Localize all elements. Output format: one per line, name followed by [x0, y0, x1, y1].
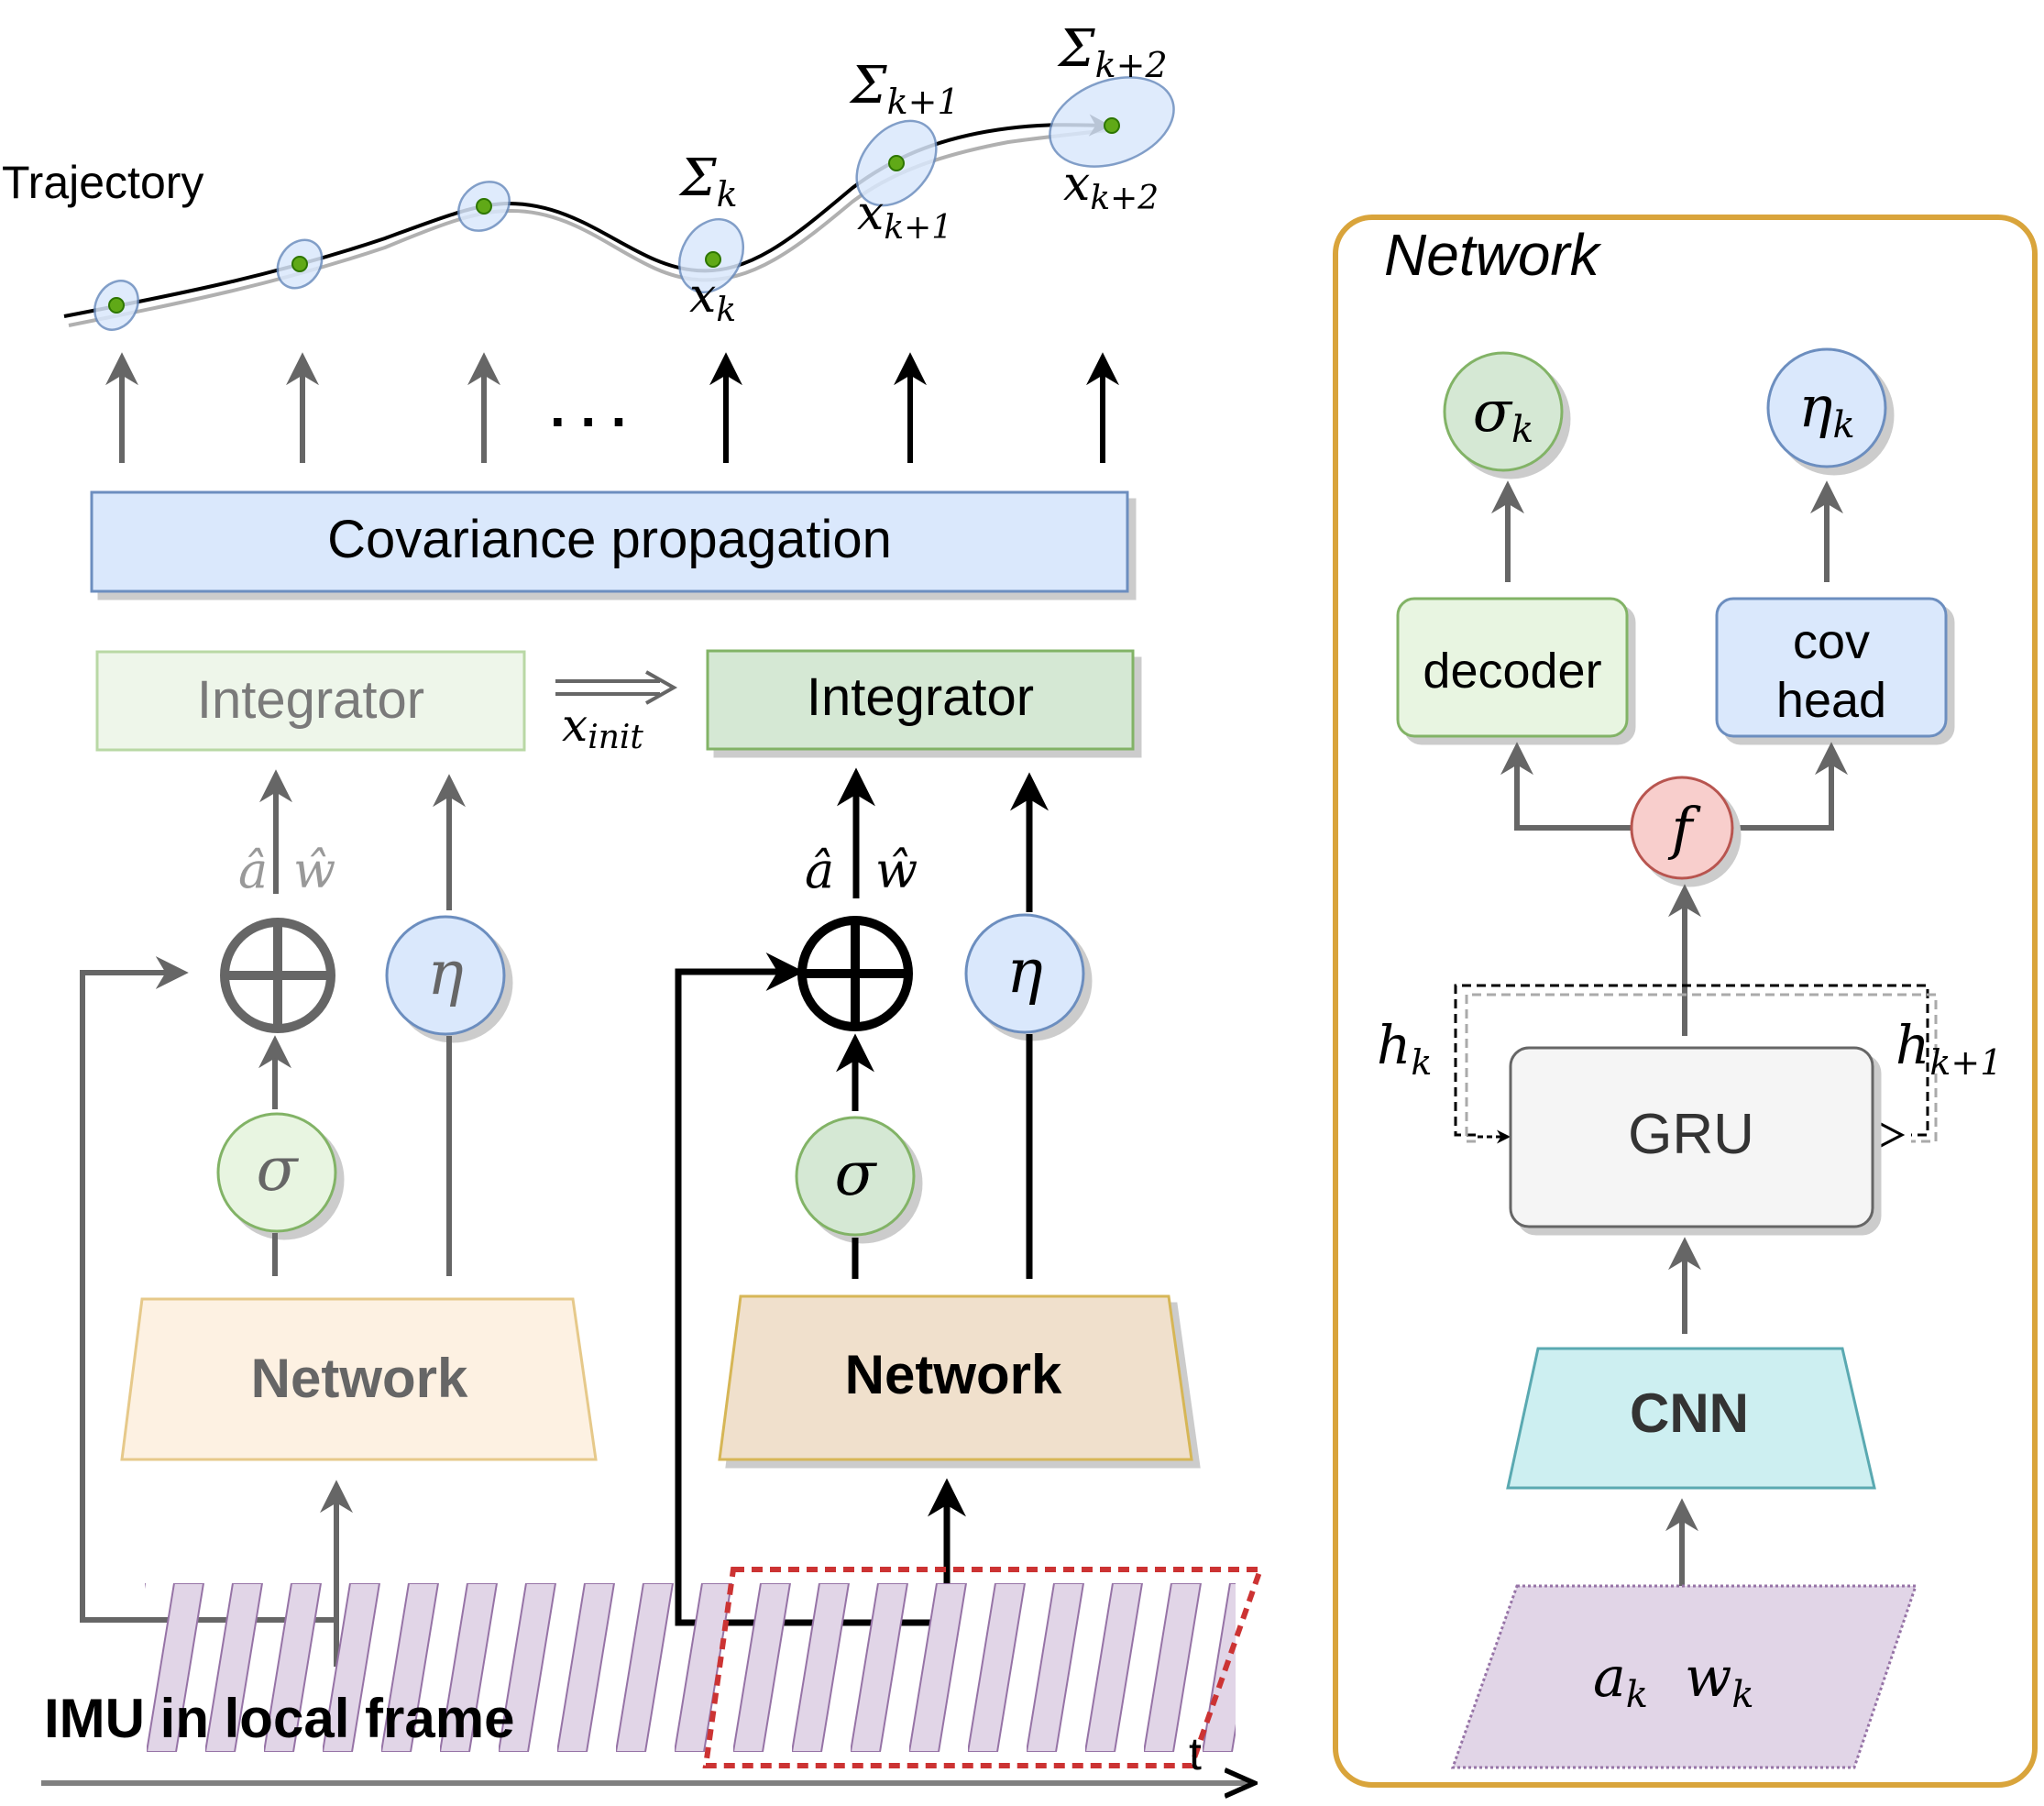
previous-pipeline: â ŵ η σ Network: [80, 769, 598, 1667]
eta-prev-label: η: [427, 938, 464, 1008]
state-point-3: [476, 198, 492, 215]
trajectory-group: Trajectory Σk Σk+1 Σk+2 xk xk+1 xk+2: [2, 19, 1175, 331]
network-current-block: [718, 1294, 1193, 1461]
eta-k-node-label: ηk: [1798, 373, 1854, 446]
current-pipeline: â ŵ η σ Network: [675, 767, 1193, 1667]
eta-current-label: η: [1006, 936, 1043, 1007]
decoder-label: decoder: [1423, 644, 1601, 699]
sigma-k1-label: Σk+1: [849, 56, 960, 122]
sigma-current-label: σ: [834, 1139, 877, 1209]
trajectory-curve: [63, 114, 1112, 318]
sigma-k-node-label: σk: [1473, 378, 1534, 451]
x-k-label: xk: [689, 269, 736, 329]
sigma-current-node: [795, 1116, 916, 1237]
x-k2-label: xk+2: [1063, 157, 1159, 217]
sigma-k2-label: Σk+2: [1057, 19, 1168, 85]
ellipsis-text: . . .: [550, 377, 626, 438]
state-point-2: [291, 256, 308, 272]
trajectory-label: Trajectory: [2, 157, 203, 208]
state-point-k2: [1104, 117, 1120, 134]
integrator-previous-label: Integrator: [197, 670, 424, 730]
network-detail-panel: Network σk ηk decoder cov head f hk hk+1…: [1333, 215, 2038, 1788]
sigma-prev-label: σ: [256, 1134, 299, 1205]
a-hat-current: â: [805, 842, 834, 899]
eta-current-node: [964, 913, 1085, 1034]
a-hat-prev: â: [238, 842, 268, 899]
h-k1-label: hk+1: [1896, 1014, 2002, 1083]
imu-input-block: [1450, 1584, 1918, 1769]
w-hat-current: ŵ: [875, 842, 918, 899]
cov-head-label-2: head: [1776, 673, 1886, 728]
imu-label: IMU in local frame: [44, 1688, 514, 1749]
network-prev-label: Network: [251, 1348, 468, 1409]
w-k-label: wk: [1685, 1646, 1754, 1716]
integrator-current: Integrator: [706, 649, 1135, 751]
covariance-propagation-block: Covariance propagation: [90, 490, 1129, 593]
f-node: [1630, 776, 1734, 880]
decoder-block: [1396, 597, 1629, 738]
state-point-1: [108, 297, 125, 314]
integrator-previous: Integrator: [95, 650, 526, 752]
recurrent-loop-dark: [1454, 984, 1929, 1137]
h-k-label: hk: [1377, 1014, 1432, 1083]
cnn-block: [1506, 1347, 1876, 1490]
network-prev-block: [120, 1297, 598, 1461]
imu-strip: IMU in local frame t: [41, 1567, 1265, 1783]
sigma-k-label: Σk: [678, 149, 738, 215]
integrator-current-label: Integrator: [807, 667, 1034, 727]
recurrent-loop-light: [1465, 993, 1938, 1143]
sigma-k-node: [1443, 351, 1564, 472]
state-point-k: [705, 251, 721, 268]
covariance-propagation-label: Covariance propagation: [327, 510, 892, 569]
trajectory-reference-curve: [68, 127, 1119, 327]
imu-current-window: [702, 1567, 1265, 1768]
eta-prev-node: [385, 915, 506, 1036]
sigma-prev-node: [216, 1112, 337, 1233]
x-init-arrow: xinit: [555, 670, 678, 756]
cnn-label: CNN: [1630, 1382, 1749, 1444]
x-k1-label: xk+1: [857, 186, 952, 247]
w-hat-prev: ŵ: [293, 842, 335, 899]
eta-k-node: [1766, 347, 1887, 468]
x-init-label: xinit: [562, 699, 643, 756]
imu-hatched-window: [145, 1583, 1236, 1752]
network-current-label: Network: [845, 1344, 1062, 1405]
cov-head-block: [1715, 597, 1948, 738]
output-arrows: . . .: [105, 352, 1119, 463]
panel-title: Network: [1384, 222, 1602, 288]
time-axis-label: t: [1189, 1728, 1202, 1779]
gru-label: GRU: [1628, 1103, 1754, 1166]
a-k-label: ak: [1593, 1646, 1648, 1716]
state-point-k1: [888, 155, 905, 171]
gru-block: [1509, 1046, 1874, 1228]
cov-head-label-1: cov: [1793, 614, 1870, 669]
